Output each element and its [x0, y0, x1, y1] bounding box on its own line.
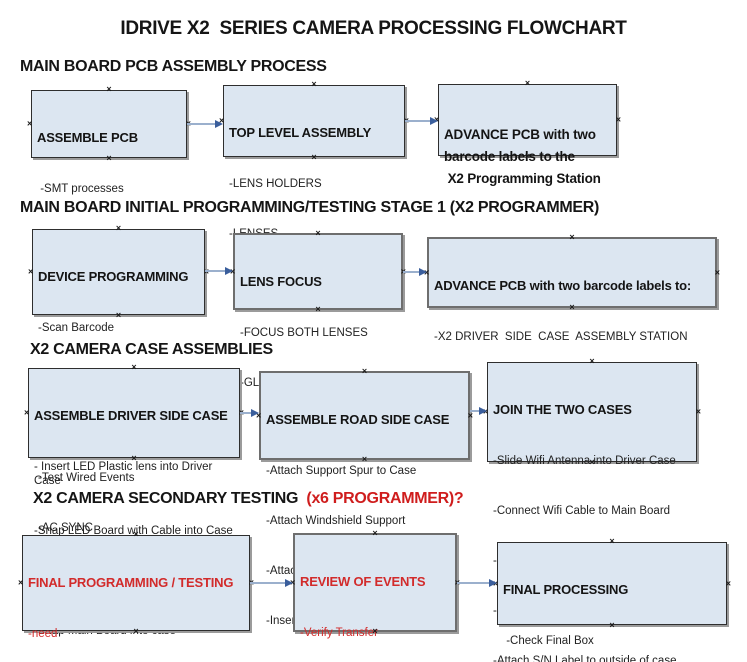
connection-anchor-icon: ×: [28, 266, 34, 277]
connection-anchor-icon: ×: [725, 578, 731, 588]
box-item: -Verify Transfer: [300, 627, 378, 639]
arrowhead-icon: [285, 578, 293, 587]
arrowhead-icon: [430, 116, 438, 125]
box-item: -Test Wired Events: [38, 472, 135, 484]
flow-connector-arrow: [205, 266, 233, 276]
box-item: -Snap LED Board with Cable into Case: [34, 525, 233, 537]
flow-connector-arrow: [240, 408, 259, 418]
box-title: TOP LEVEL ASSEMBLY: [229, 125, 372, 140]
box-top-level-assembly[interactable]: TOP LEVEL ASSEMBLY -LENS HOLDERS -LENSES…: [219, 80, 409, 241]
box-assemble-road-side-case[interactable]: ASSEMBLE ROAD SIDE CASE -Attach Support …: [256, 367, 473, 628]
box-item: -FOCUS BOTH LENSES: [240, 327, 368, 339]
arrowhead-icon: [479, 406, 487, 415]
section-heading-case-assemblies: X2 CAMERA CASE ASSEMBLIES: [30, 341, 273, 358]
box-title: ASSEMBLE DRIVER SIDE CASE: [34, 408, 228, 423]
connection-anchor-icon: ×: [615, 114, 621, 125]
box-title: FINAL PROCESSING: [503, 582, 629, 597]
box-title: REVIEW OF EVENTS: [300, 574, 426, 589]
connection-anchor-icon: ×: [311, 152, 317, 162]
box-final-processing[interactable]: FINAL PROCESSING -Check Final Box -Place…: [493, 537, 731, 648]
flow-connector-arrow: [470, 406, 487, 416]
box-assemble-driver-side-case[interactable]: ASSEMBLE DRIVER SIDE CASE - Insert LED P…: [24, 363, 244, 638]
section-heading-red-text: (x6 PROGRAMMER)?: [302, 490, 464, 507]
box-item: -Check Final Box: [503, 635, 594, 647]
connection-anchor-icon: ×: [695, 406, 701, 417]
box-lens-focus[interactable]: LENS FOCUS -FOCUS BOTH LENSES -GLUE LENS…: [230, 229, 406, 390]
connection-anchor-icon: ×: [569, 232, 575, 242]
connection-anchor-icon: ×: [311, 79, 317, 89]
flow-connector-arrow: [405, 116, 438, 126]
box-item: -SMT processes: [37, 183, 124, 195]
arrowhead-icon: [225, 266, 233, 275]
connection-anchor-icon: ×: [714, 267, 720, 277]
box-item: -need: [28, 628, 58, 640]
box-item: -Attach Windshield Support: [266, 515, 406, 527]
box-item: -LENS HOLDERS: [229, 178, 322, 190]
connection-anchor-icon: ×: [361, 454, 368, 464]
connection-anchor-icon: ×: [315, 304, 321, 314]
box-item: -X2 DRIVER SIDE CASE ASSEMBLY STATION: [434, 331, 688, 343]
box-advance-pcb-programming-station[interactable]: ADVANCE PCB with two barcode labels to t…: [434, 79, 621, 187]
box-final-programming-testing[interactable]: FINAL PROGRAMMING / TESTING -need -to -k…: [18, 530, 254, 641]
connection-anchor-icon: ×: [27, 118, 33, 129]
flow-connector-arrow: [250, 578, 293, 588]
arrowhead-icon: [419, 267, 427, 276]
box-title: ASSEMBLE ROAD SIDE CASE: [266, 412, 450, 427]
box-join-the-two-cases[interactable]: JOIN THE TWO CASES -Slide Wifi Antenna i…: [483, 357, 701, 662]
box-item: -Connect Wifi Cable to Main Board: [493, 505, 671, 517]
connection-anchor-icon: ×: [569, 302, 575, 312]
connection-anchor-icon: ×: [24, 407, 30, 418]
connection-anchor-icon: ×: [18, 577, 24, 588]
box-review-of-events[interactable]: REVIEW OF EVENTS -Verify Transfer -Verif…: [290, 529, 460, 640]
section-heading-initial-programming: MAIN BOARD INITIAL PROGRAMMING/TESTING S…: [20, 199, 600, 216]
flow-connector-arrow: [187, 119, 223, 129]
arrowhead-icon: [215, 119, 223, 128]
box-title: ASSEMBLE PCB: [37, 130, 138, 145]
box-title: DEVICE PROGRAMMING: [38, 269, 189, 284]
box-item: -Scan Barcode: [38, 322, 115, 334]
box-item: -Slide Wifi Antenna into Driver Case: [493, 455, 676, 467]
connection-anchor-icon: ×: [524, 78, 531, 88]
box-item: - Insert LED Plastic lens into Driver Ca…: [34, 461, 216, 487]
connection-anchor-icon: ×: [106, 153, 112, 163]
connection-anchor-icon: ×: [609, 620, 615, 630]
page-title: IDRIVE X2 SERIES CAMERA PROCESSING FLOWC…: [120, 18, 627, 39]
flow-connector-arrow: [403, 267, 427, 277]
section-heading-secondary-testing: X2 CAMERA SECONDARY TESTING (x6 PROGRAMM…: [33, 490, 464, 508]
arrowhead-icon: [489, 578, 497, 587]
box-title: JOIN THE TWO CASES: [493, 402, 632, 417]
box-title: LENS FOCUS: [240, 274, 322, 289]
box-item: -Attach S/N Label to outside of case: [493, 655, 677, 662]
box-title: ADVANCE PCB with two barcode labels to t…: [444, 127, 601, 186]
box-device-programming[interactable]: DEVICE PROGRAMMING -Scan Barcode -Boot L…: [28, 224, 209, 535]
box-title: ADVANCE PCB with two barcode labels to:: [434, 278, 692, 293]
box-assemble-pcb[interactable]: ASSEMBLE PCB -SMT processes - HAND Solde…: [27, 85, 191, 296]
box-item: -AC SYNC: [38, 522, 93, 534]
connection-anchor-icon: ×: [115, 310, 122, 320]
flow-connector-arrow: [457, 578, 497, 588]
box-advance-pcb-driver-side[interactable]: ADVANCE PCB with two barcode labels to: …: [424, 233, 720, 344]
box-title: FINAL PROGRAMMING / TESTING: [28, 575, 234, 590]
section-heading-text: X2 CAMERA SECONDARY TESTING: [33, 490, 303, 507]
section-heading-pcb-assembly: MAIN BOARD PCB ASSEMBLY PROCESS: [20, 58, 327, 75]
connection-anchor-icon: ×: [106, 84, 112, 94]
arrowhead-icon: [251, 408, 259, 417]
box-item: -Attach Support Spur to Case: [266, 465, 417, 477]
